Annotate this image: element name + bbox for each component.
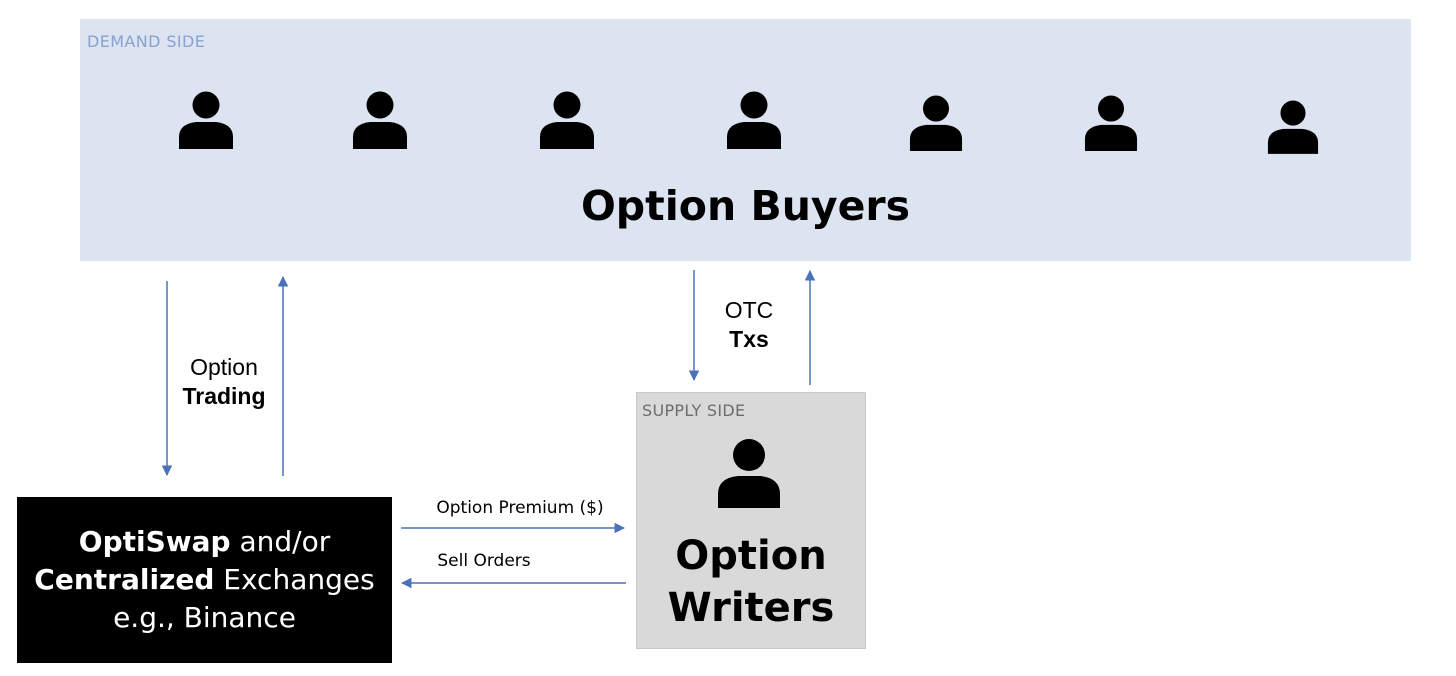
option-writers-line2: Writers (667, 585, 835, 631)
person-icon (716, 438, 782, 508)
person-icon (178, 91, 234, 149)
exchange-box: OptiSwap and/or Centralized Exchanges e.… (17, 497, 392, 663)
trading-line1: Option (190, 354, 258, 380)
sell-orders-label: Sell Orders (437, 551, 531, 571)
exchange-line-1-rest: and/or (230, 525, 331, 558)
centralized-label: Centralized (34, 563, 215, 596)
otc-line2: Txs (729, 326, 769, 352)
person-icon (1084, 95, 1138, 151)
supply-side-panel (636, 392, 866, 649)
person-icon (909, 95, 963, 151)
option-premium-label: Option Premium ($) (436, 498, 604, 518)
exchange-line-2: Centralized Exchanges (17, 561, 392, 599)
person-icon (1267, 100, 1319, 154)
otc-txs-label: OTC Txs (708, 296, 790, 354)
option-writers-line1: Option (675, 533, 827, 579)
option-trading-label: Option Trading (160, 353, 288, 411)
person-icon (352, 91, 408, 149)
trading-line2: Trading (182, 383, 266, 409)
demand-side-label: DEMAND SIDE (87, 32, 206, 51)
otc-line1: OTC (724, 297, 774, 323)
option-buyers-title: Option Buyers (580, 182, 911, 230)
option-writers-title: Option Writers (636, 530, 866, 634)
exchange-line-3: e.g., Binance (113, 601, 296, 634)
supply-side-label: SUPPLY SIDE (642, 401, 746, 420)
person-icon (539, 91, 595, 149)
person-icon (726, 91, 782, 149)
exchange-line-1: OptiSwap and/or (17, 523, 392, 561)
optiswap-name: OptiSwap (78, 525, 231, 558)
exchange-line-2-rest: Exchanges (214, 563, 375, 596)
